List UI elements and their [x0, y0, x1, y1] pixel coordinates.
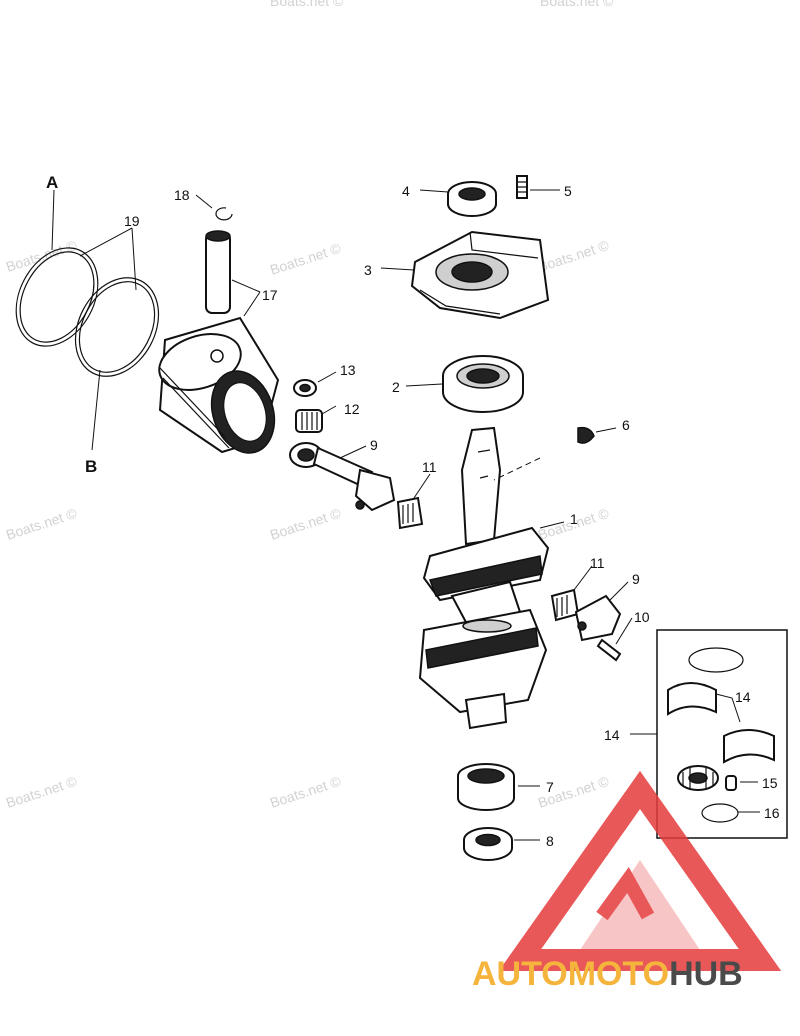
- crankshaft: [418, 426, 550, 730]
- ball-bearing-upper: [442, 355, 524, 413]
- callout-11-upper: 11: [422, 459, 437, 475]
- brand-part-1: AUTOMOTO: [472, 955, 669, 993]
- callout-4: 4: [402, 183, 410, 199]
- piston-pin: [205, 230, 231, 314]
- roller-bearing-lower: [457, 763, 515, 811]
- watermark: Boats.net ©: [268, 240, 343, 278]
- rod-bolt: [596, 638, 622, 662]
- watermark: Boats.net ©: [270, 0, 344, 9]
- piston: [158, 316, 280, 454]
- watermark: Boats.net ©: [4, 237, 79, 275]
- screw: [516, 175, 528, 199]
- brand-wordmark: AUTOMOTOHUB: [472, 955, 743, 993]
- watermark: Boats.net ©: [540, 0, 614, 9]
- roller: [725, 775, 737, 791]
- callout-1: 1: [570, 511, 578, 527]
- piston-ring-b: [74, 277, 160, 377]
- callout-17: 17: [262, 287, 278, 303]
- oil-seal-lower: [463, 827, 513, 861]
- retaining-ring-lower: [701, 803, 739, 823]
- callout-11-lower: 11: [590, 555, 605, 571]
- callout-9-upper: 9: [370, 437, 378, 453]
- callout-13: 13: [340, 362, 356, 378]
- bearing-race-half: [667, 682, 717, 716]
- bearing-race-half: [723, 729, 775, 764]
- bearing-cage: [550, 588, 580, 622]
- watermark: Boats.net ©: [4, 505, 79, 543]
- roller-cage: [677, 765, 719, 791]
- bearing-cage: [396, 496, 424, 530]
- callout-3: 3: [364, 262, 372, 278]
- connecting-rod: [289, 442, 396, 512]
- callout-14-left: 14: [604, 727, 620, 743]
- callout-15: 15: [762, 775, 778, 791]
- callout-16: 16: [764, 805, 780, 821]
- brand-logo: [498, 770, 782, 971]
- callout-12: 12: [344, 401, 360, 417]
- callout-9-lower: 9: [632, 571, 640, 587]
- retaining-clip: [215, 207, 233, 221]
- watermark: Boats.net ©: [268, 505, 343, 543]
- retaining-ring-upper: [688, 647, 744, 673]
- watermark: Boats.net ©: [4, 773, 79, 811]
- callout-7: 7: [546, 779, 554, 795]
- leader-lines: [51, 189, 760, 841]
- watermark: Boats.net ©: [536, 237, 611, 275]
- callout-10: 10: [634, 609, 650, 625]
- oil-seal-upper: [447, 181, 497, 217]
- callout-b: B: [85, 457, 97, 476]
- watermark: Boats.net ©: [268, 773, 343, 811]
- woodruff-key: [577, 426, 595, 444]
- callout-19: 19: [124, 213, 140, 229]
- needle-bearing: [295, 409, 323, 433]
- washer-hole: [299, 383, 311, 393]
- callout-a: A: [46, 173, 58, 192]
- callout-labels: A B 19 18 17 13 12 9 11 3 4 5 2 6 1 11 9…: [46, 173, 780, 849]
- callout-6: 6: [622, 417, 630, 433]
- brand-part-2: HUB: [669, 955, 743, 993]
- callout-5: 5: [564, 183, 572, 199]
- connecting-rod-cap: [574, 594, 622, 642]
- upper-end-cap: [410, 230, 550, 320]
- callout-8: 8: [546, 833, 554, 849]
- callout-18: 18: [174, 187, 190, 203]
- callout-2: 2: [392, 379, 400, 395]
- callout-14-inset: 14: [735, 689, 751, 705]
